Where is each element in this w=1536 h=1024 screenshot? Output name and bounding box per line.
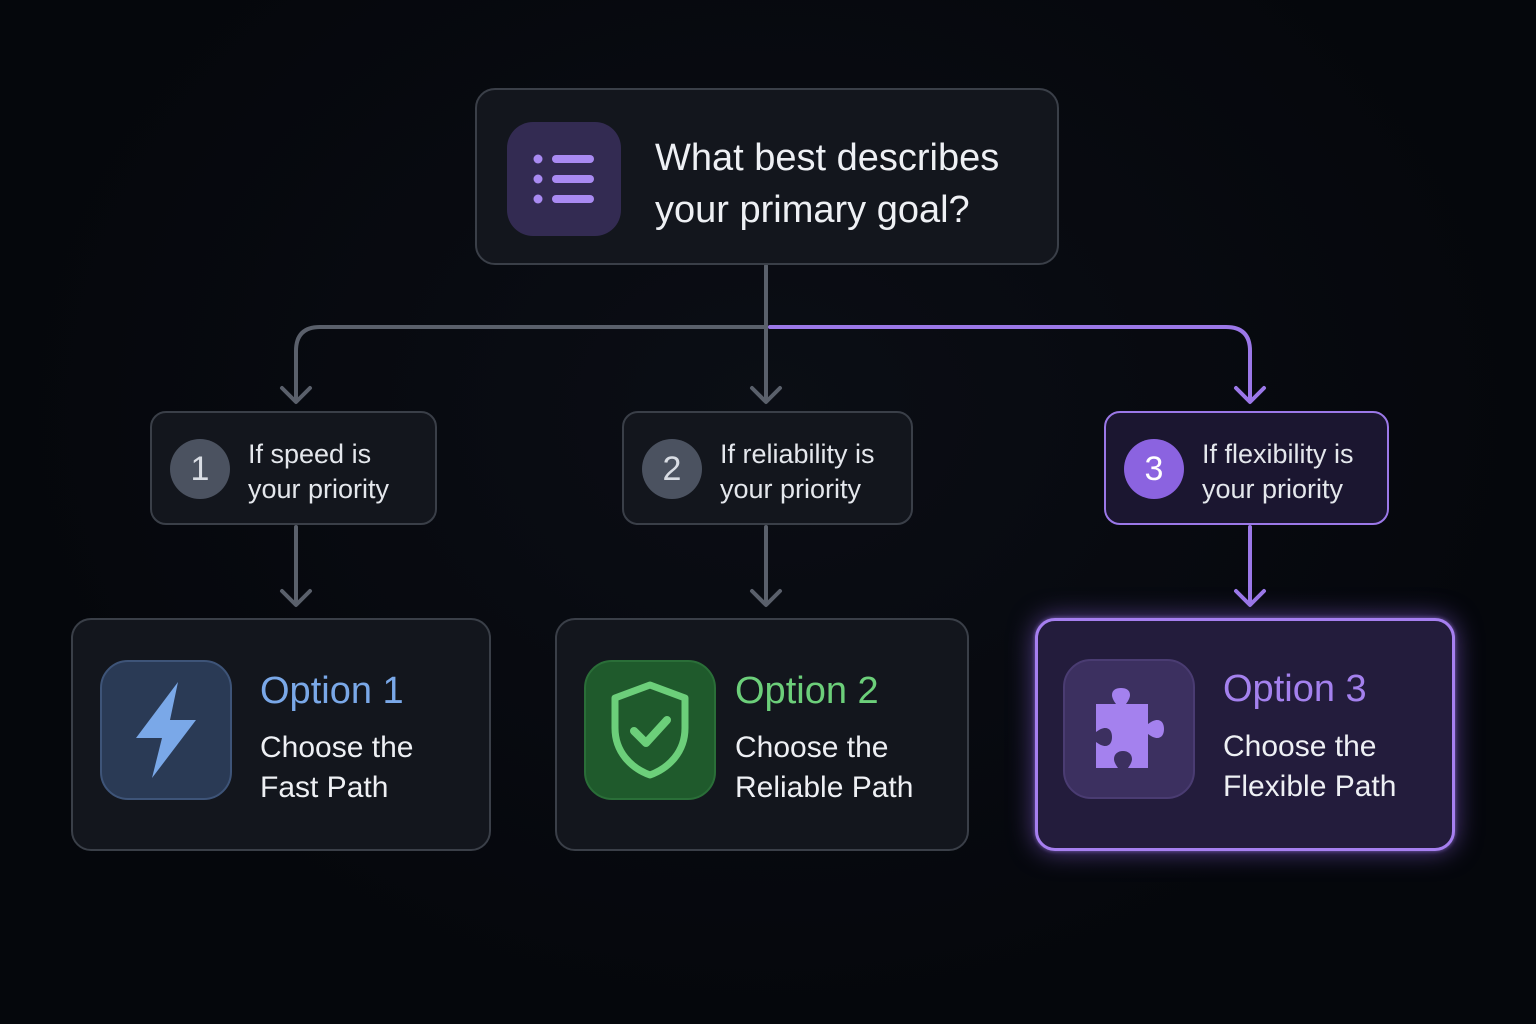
condition-text-2: If reliability is your priority [720,439,875,504]
option-desc-3: Choose the Flexible Path [1223,730,1397,803]
condition-number-2: 2 [642,439,702,499]
condition-number-3: 3 [1124,439,1184,499]
question-node: What best describes your primary goal? [475,88,1059,265]
connector-branch-3 [768,325,1252,402]
option-desc-2: Choose the Reliable Path [735,731,914,804]
arrowhead-option-1 [280,589,312,607]
option-card-1[interactable]: Option 1 Choose the Fast Path [71,618,491,851]
condition-node-3: 3 If flexibility is your priority [1104,411,1389,525]
condition-node-1: 1 If speed is your priority [150,411,437,525]
condition-text-3: If flexibility is your priority [1202,439,1354,504]
condition-text-1: If speed is your priority [248,439,390,504]
condition-number-1: 1 [170,439,230,499]
arrowhead-cond-3 [1234,386,1266,404]
option-title-1: Option 1 [260,670,404,712]
option-card-3[interactable]: Option 3 Choose the Flexible Path [1035,618,1455,851]
option-title-2: Option 2 [735,670,879,712]
connector-branch-1 [294,325,768,402]
option-title-3: Option 3 [1223,668,1367,710]
puzzle-icon [1063,659,1195,799]
list-icon [507,122,621,236]
condition-node-2: 2 If reliability is your priority [622,411,913,525]
lightning-icon [100,660,232,800]
option-card-2[interactable]: Option 2 Choose the Reliable Path [555,618,969,851]
shield-check-icon [584,660,716,800]
arrowhead-option-2 [750,589,782,607]
arrowhead-cond-1 [280,386,312,404]
question-text: What best describes your primary goal? [655,137,1000,231]
arrowhead-option-3 [1234,589,1266,607]
option-desc-1: Choose the Fast Path [260,731,414,804]
arrowhead-cond-2 [750,386,782,404]
